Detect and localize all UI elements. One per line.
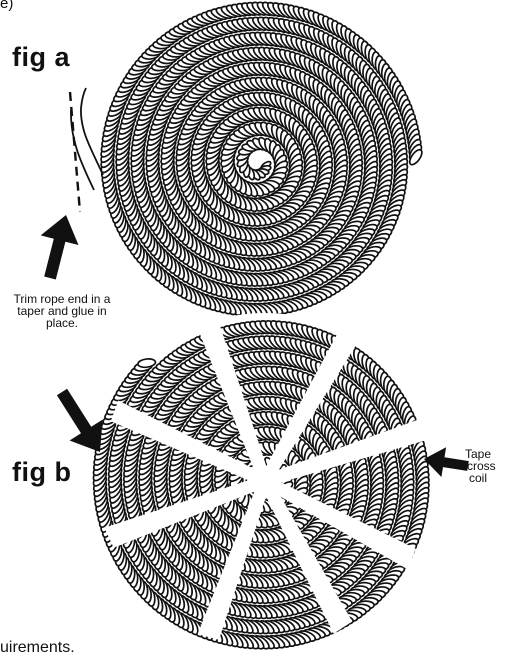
- cropped-text-bottom: uirements.: [0, 640, 75, 657]
- rope-coil-taped-icon: [91, 313, 433, 651]
- coil-b-center: [256, 472, 274, 490]
- trim-rope-note: Trim rope end in a taper and glue in pla…: [12, 293, 112, 330]
- rope-coil-spiral-icon: [99, 0, 424, 322]
- rope-tail-taper: [70, 88, 103, 212]
- cropped-text-top: e): [0, 0, 13, 12]
- fig-b-label: fig b: [12, 458, 71, 486]
- arrow-icon: [57, 389, 103, 452]
- tape-across-coil-note: Tape across coil: [456, 448, 500, 485]
- fig-a-label: fig a: [12, 43, 70, 71]
- arrow-icon: [41, 215, 79, 280]
